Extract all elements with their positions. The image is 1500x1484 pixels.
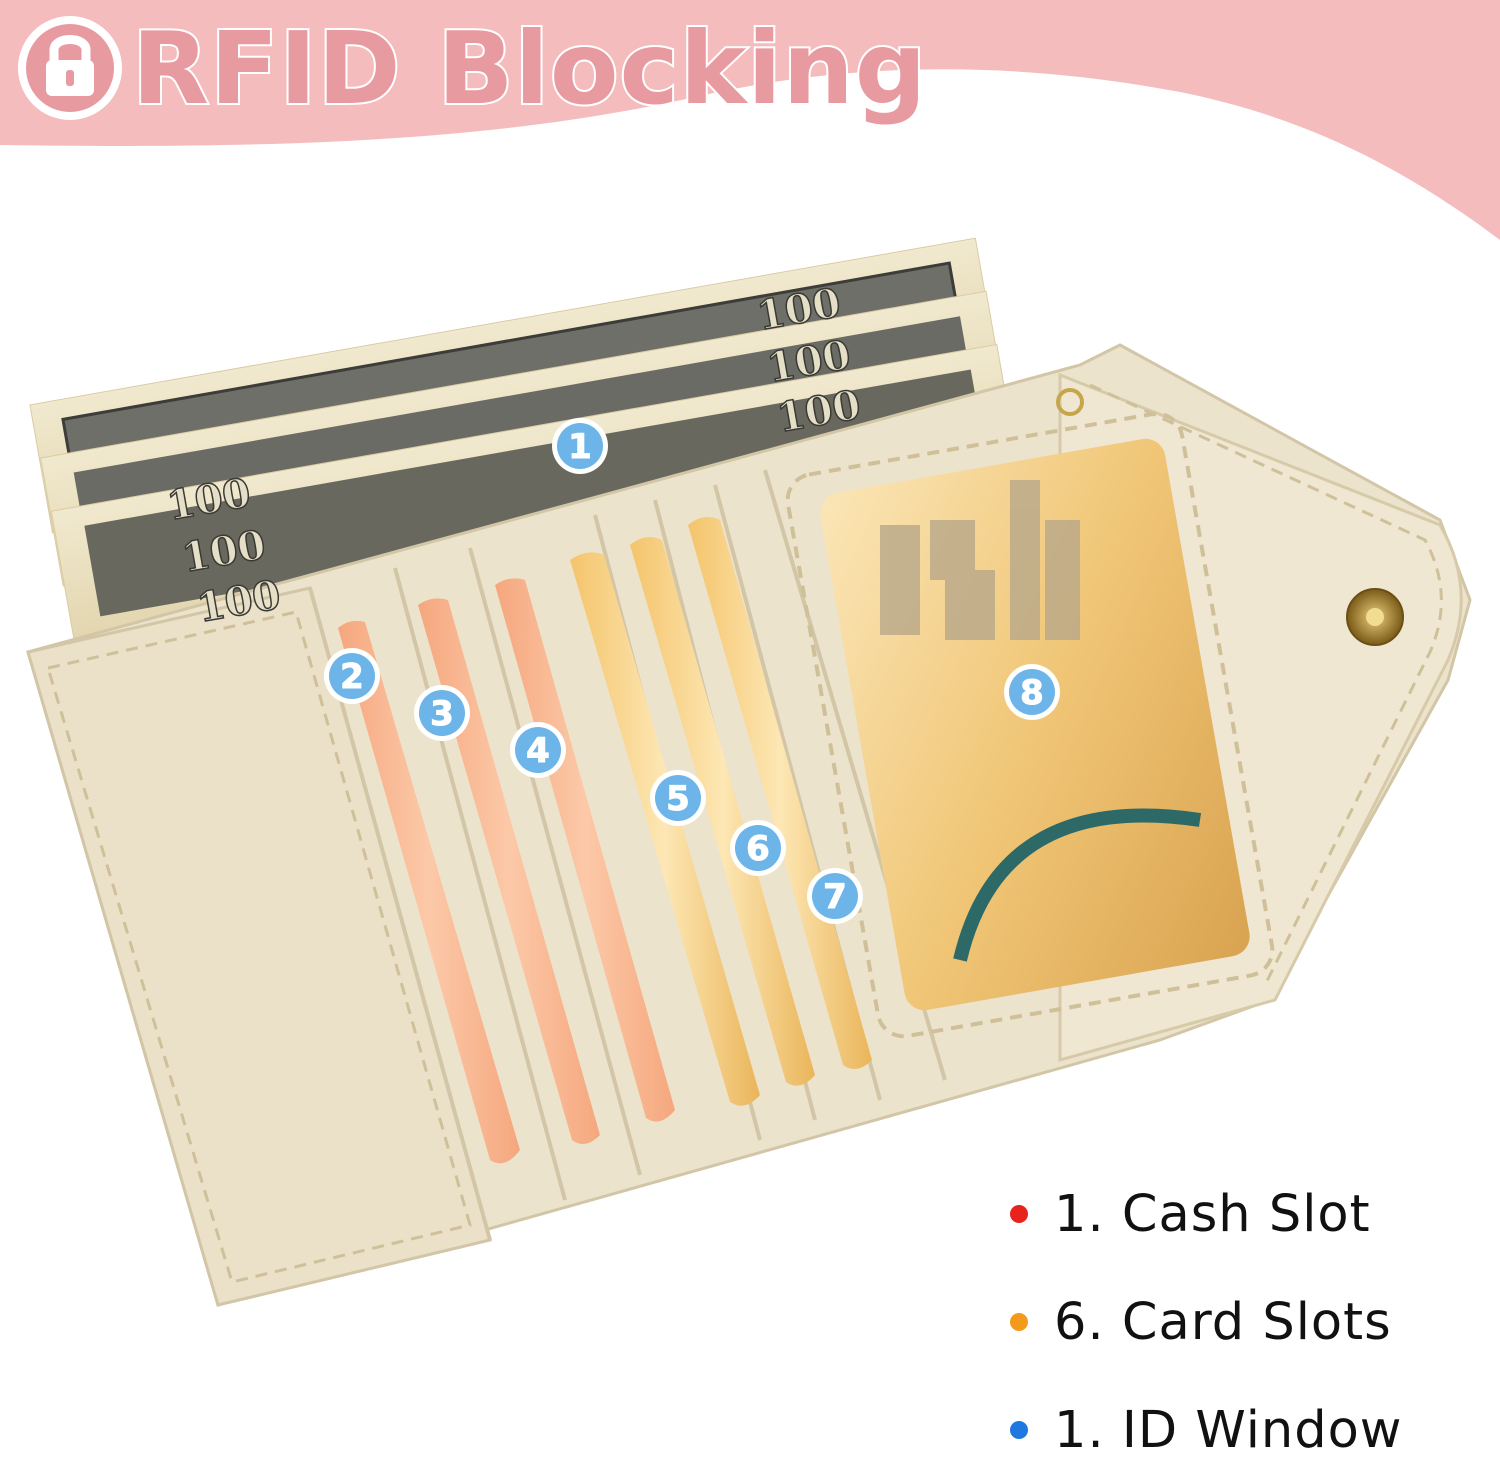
- card-slot-gold-2: [630, 536, 815, 1086]
- card-slot-peach-1: [338, 620, 520, 1164]
- page-title: RFID Blocking: [130, 8, 928, 129]
- callout-badge-1: 1: [552, 418, 608, 474]
- callout-badge-2: 2: [324, 648, 380, 704]
- svg-text:1: 1: [568, 427, 592, 467]
- svg-text:8: 8: [1020, 673, 1044, 713]
- legend-dot: [1010, 1421, 1028, 1439]
- card-slot-gold-1: [570, 552, 760, 1106]
- svg-text:4: 4: [526, 731, 550, 771]
- svg-text:6: 6: [746, 829, 770, 869]
- svg-text:7: 7: [823, 877, 847, 917]
- card-slot-peach-2: [418, 598, 600, 1144]
- legend-item: 1. Cash Slot: [1010, 1160, 1480, 1268]
- legend-label: 1. Cash Slot: [1054, 1184, 1371, 1244]
- svg-text:2: 2: [340, 657, 364, 697]
- card-slot-peach-3: [495, 578, 675, 1122]
- callout-badge-7: 7: [807, 868, 863, 924]
- id-window: [785, 411, 1275, 1039]
- snap-button: [1346, 588, 1404, 646]
- header-banner: [0, 0, 1500, 240]
- card-slot-gold-3: [688, 516, 872, 1069]
- cash-bills: [29, 237, 1020, 640]
- callout-badge-4: 4: [510, 722, 566, 778]
- grommet: [1056, 388, 1084, 416]
- legend-label: 1. ID Window: [1054, 1400, 1403, 1460]
- legend-dot: [1010, 1313, 1028, 1331]
- svg-text:3: 3: [430, 694, 454, 734]
- lock-icon: [18, 16, 122, 120]
- callout-badge-5: 5: [650, 770, 706, 826]
- callout-badge-6: 6: [730, 820, 786, 876]
- callout-badge-8: 8: [1004, 664, 1060, 720]
- legend-item: 6. Card Slots: [1010, 1268, 1480, 1376]
- callout-badge-3: 3: [414, 685, 470, 741]
- legend-dot: [1010, 1205, 1028, 1223]
- legend-label: 6. Card Slots: [1054, 1292, 1392, 1352]
- feature-legend: 1. Cash Slot 6. Card Slots 1. ID Window: [1010, 1160, 1480, 1484]
- legend-item: 1. ID Window: [1010, 1376, 1480, 1484]
- svg-text:5: 5: [666, 779, 690, 819]
